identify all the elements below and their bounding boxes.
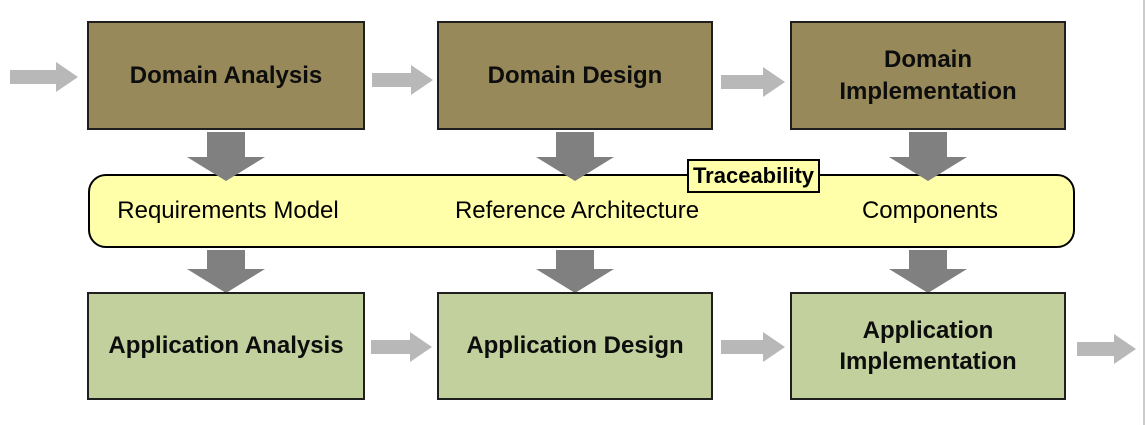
- arrow-head: [187, 157, 265, 181]
- arrow-stem: [10, 70, 58, 84]
- arrow-head: [1114, 334, 1136, 364]
- arrow-band-to-application-analysis: [187, 250, 265, 293]
- arrow-head: [763, 67, 785, 97]
- arrow-domain-implementation-to-band: [889, 132, 967, 181]
- arrow-head: [536, 269, 614, 293]
- domain-analysis-label: Domain Analysis: [129, 61, 323, 89]
- arrow-stem: [721, 75, 765, 89]
- domain-implementation-box: Domain Implementation: [790, 21, 1066, 130]
- arrow-stem: [556, 250, 594, 273]
- arrow-exit-application-implementation: [1077, 334, 1136, 364]
- arrow-stem: [371, 340, 412, 354]
- arrow-stem: [909, 250, 947, 273]
- arrow-stem: [372, 73, 413, 87]
- arrow-head: [536, 157, 614, 181]
- arrow-domain-analysis-to-design: [372, 65, 433, 95]
- traceability-band: Requirements Model Reference Architectur…: [88, 174, 1075, 248]
- application-design-label: Application Design: [466, 332, 684, 360]
- arrow-head: [56, 62, 78, 92]
- arrow-stem: [721, 340, 765, 354]
- arrow-head: [411, 65, 433, 95]
- page-edge-line: [1143, 0, 1145, 425]
- arrow-domain-design-to-implementation: [721, 67, 785, 97]
- arrow-stem: [909, 132, 947, 161]
- band-label-requirements-model: Requirements Model: [117, 197, 339, 224]
- arrow-application-analysis-to-design: [371, 332, 432, 362]
- application-analysis-label: Application Analysis: [108, 332, 344, 360]
- arrow-band-to-application-design: [536, 250, 614, 293]
- arrow-stem: [207, 250, 245, 273]
- application-analysis-box: Application Analysis: [87, 292, 365, 400]
- arrow-application-design-to-implementation: [721, 332, 785, 362]
- domain-implementation-label: Domain Implementation: [839, 46, 1017, 105]
- band-label-reference-architecture: Reference Architecture: [454, 197, 700, 224]
- arrow-entry-domain-analysis: [10, 62, 78, 92]
- arrow-head: [889, 269, 967, 293]
- application-implementation-box: Application Implementation: [790, 292, 1066, 400]
- arrow-stem: [207, 132, 245, 161]
- arrow-head: [410, 332, 432, 362]
- domain-analysis-box: Domain Analysis: [87, 21, 365, 130]
- domain-design-box: Domain Design: [437, 21, 713, 130]
- arrow-domain-analysis-to-band: [187, 132, 265, 181]
- band-label-components: Components: [861, 197, 999, 224]
- arrow-domain-design-to-band: [536, 132, 614, 181]
- arrow-head: [889, 157, 967, 181]
- traceability-tag-label: Traceability: [692, 163, 815, 188]
- arrow-band-to-application-implementation: [889, 250, 967, 293]
- arrow-head: [187, 269, 265, 293]
- domain-design-label: Domain Design: [487, 61, 663, 89]
- traceability-tag: Traceability: [687, 159, 820, 193]
- application-implementation-label: Application Implementation: [839, 316, 1017, 375]
- application-design-box: Application Design: [437, 292, 713, 400]
- arrow-head: [763, 332, 785, 362]
- arrow-stem: [556, 132, 594, 161]
- arrow-stem: [1077, 342, 1116, 356]
